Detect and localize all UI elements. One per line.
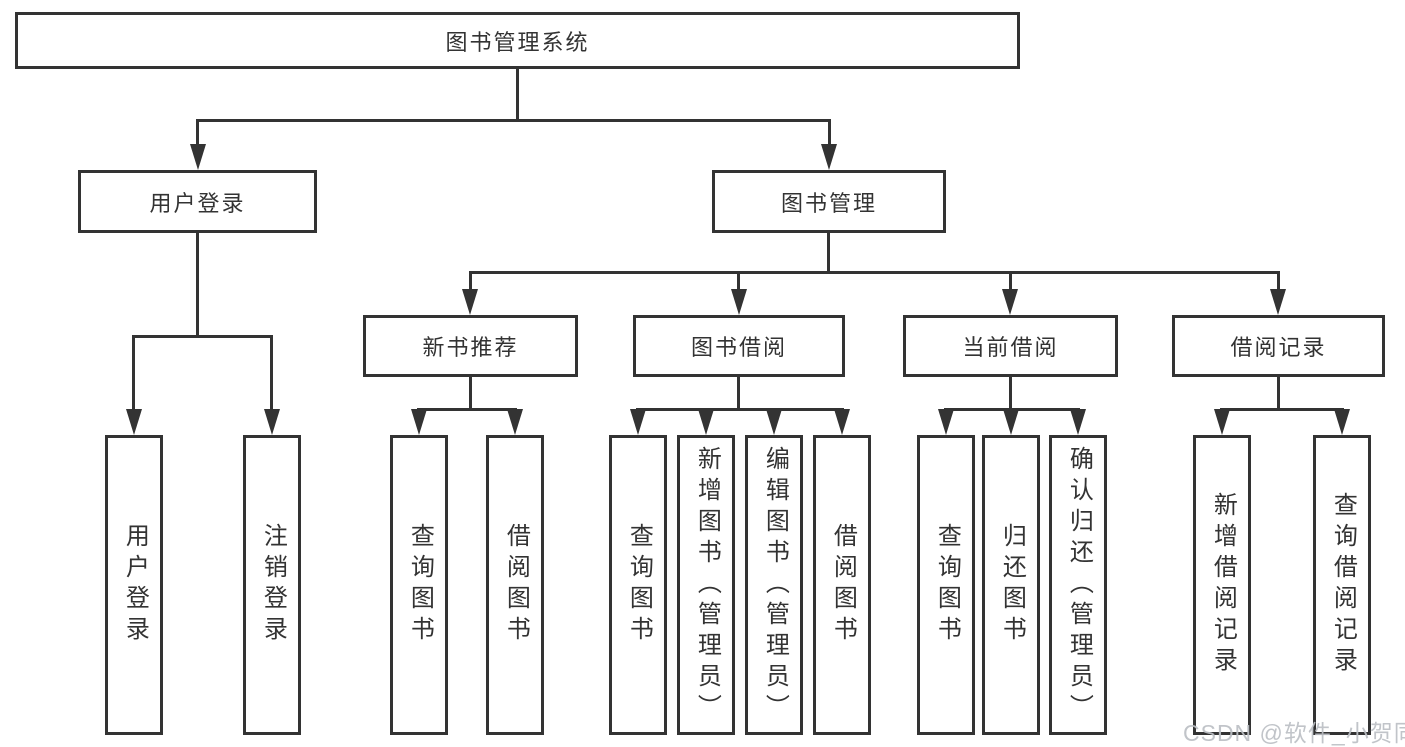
leaf-br-query-borrow-record: 查询借阅记录 — [1313, 435, 1371, 735]
connector-vline — [737, 377, 740, 409]
arrow-down-icon — [766, 409, 782, 435]
leaf-bb-borrow-books-label: 借阅图书 — [829, 523, 857, 647]
leaf-logout-label: 注销登录 — [259, 523, 287, 647]
arrow-down-icon — [1070, 409, 1086, 435]
leaf-user-login-label: 用户登录 — [121, 523, 149, 647]
node-root: 图书管理系统 — [15, 12, 1020, 69]
arrow-down-icon — [1270, 289, 1286, 315]
leaf-br-add-borrow-record-label: 新增借阅记录 — [1209, 492, 1237, 678]
leaf-br-query-borrow-record-label: 查询借阅记录 — [1329, 492, 1357, 678]
arrow-down-icon — [938, 409, 954, 435]
node-new-book-recommend-label: 新书推荐 — [422, 335, 519, 360]
connector-vline — [1009, 377, 1012, 409]
leaf-nbr-query-books: 查询图书 — [390, 435, 448, 735]
leaf-bb-query-books-label: 查询图书 — [625, 523, 653, 647]
leaf-cb-confirm-return-admin: 确认归还（管理员） — [1049, 435, 1107, 735]
connector-vline — [1009, 271, 1012, 289]
connector-vline — [1277, 271, 1280, 289]
leaf-bb-edit-book-admin-label: 编辑图书（管理员） — [761, 445, 789, 725]
leaf-user-login: 用户登录 — [105, 435, 163, 735]
arrow-down-icon — [411, 409, 427, 435]
node-current-borrowing-label: 当前借阅 — [962, 335, 1059, 360]
leaf-cb-return-books: 归还图书 — [982, 435, 1040, 735]
leaf-cb-confirm-return-admin-label: 确认归还（管理员） — [1065, 445, 1093, 725]
arrow-down-icon — [1002, 289, 1018, 315]
node-book-management: 图书管理 — [712, 170, 946, 233]
connector-vline — [469, 377, 472, 409]
leaf-bb-query-books: 查询图书 — [609, 435, 667, 735]
leaf-cb-return-books-label: 归还图书 — [998, 523, 1026, 647]
node-current-borrowing: 当前借阅 — [903, 315, 1118, 377]
arrow-down-icon — [1334, 409, 1350, 435]
arrow-down-icon — [1003, 409, 1019, 435]
arrow-down-icon — [630, 409, 646, 435]
connector-vline — [270, 335, 273, 409]
connector-hline — [1220, 408, 1344, 411]
node-root-label: 图书管理系统 — [445, 29, 590, 55]
leaf-nbr-borrow-books: 借阅图书 — [486, 435, 544, 735]
connector-hline — [196, 119, 831, 122]
node-user-login: 用户登录 — [78, 170, 317, 233]
leaf-bb-borrow-books: 借阅图书 — [813, 435, 871, 735]
connector-vline — [1277, 377, 1280, 409]
node-borrowing-records: 借阅记录 — [1172, 315, 1385, 377]
leaf-cb-query-books-label: 查询图书 — [933, 523, 961, 647]
connector-hline — [636, 408, 844, 411]
connector-hline — [469, 271, 1280, 274]
arrow-down-icon — [462, 289, 478, 315]
node-book-borrowing: 图书借阅 — [633, 315, 845, 377]
arrow-down-icon — [834, 409, 850, 435]
connector-vline — [516, 68, 519, 120]
arrow-down-icon — [126, 409, 142, 435]
connector-vline — [196, 119, 199, 146]
node-book-borrowing-label: 图书借阅 — [690, 335, 787, 360]
leaf-nbr-query-books-label: 查询图书 — [406, 523, 434, 647]
node-book-management-label: 图书管理 — [780, 190, 877, 216]
connector-vline — [827, 233, 830, 272]
arrow-down-icon — [821, 144, 837, 170]
connector-vline — [828, 119, 831, 146]
node-user-login-label: 用户登录 — [149, 190, 246, 216]
arrow-down-icon — [698, 409, 714, 435]
leaf-nbr-borrow-books-label: 借阅图书 — [502, 523, 530, 647]
node-new-book-recommend: 新书推荐 — [363, 315, 578, 377]
leaf-bb-add-book-admin: 新增图书（管理员） — [677, 435, 735, 735]
connector-vline — [469, 271, 472, 289]
arrow-down-icon — [264, 409, 280, 435]
connector-vline — [196, 233, 199, 336]
csdn-watermark: CSDN @软件_小贺同学 — [1183, 720, 1405, 746]
connector-vline — [737, 271, 740, 289]
leaf-logout: 注销登录 — [243, 435, 301, 735]
connector-vline — [132, 335, 135, 409]
leaf-br-add-borrow-record: 新增借阅记录 — [1193, 435, 1251, 735]
node-borrowing-records-label: 借阅记录 — [1230, 335, 1327, 360]
arrow-down-icon — [731, 289, 747, 315]
leaf-bb-add-book-admin-label: 新增图书（管理员） — [693, 445, 721, 725]
arrow-down-icon — [190, 144, 206, 170]
leaf-cb-query-books: 查询图书 — [917, 435, 975, 735]
connector-hline — [132, 335, 273, 338]
connector-hline — [417, 408, 517, 411]
arrow-down-icon — [1214, 409, 1230, 435]
arrow-down-icon — [507, 409, 523, 435]
leaf-bb-edit-book-admin: 编辑图书（管理员） — [745, 435, 803, 735]
